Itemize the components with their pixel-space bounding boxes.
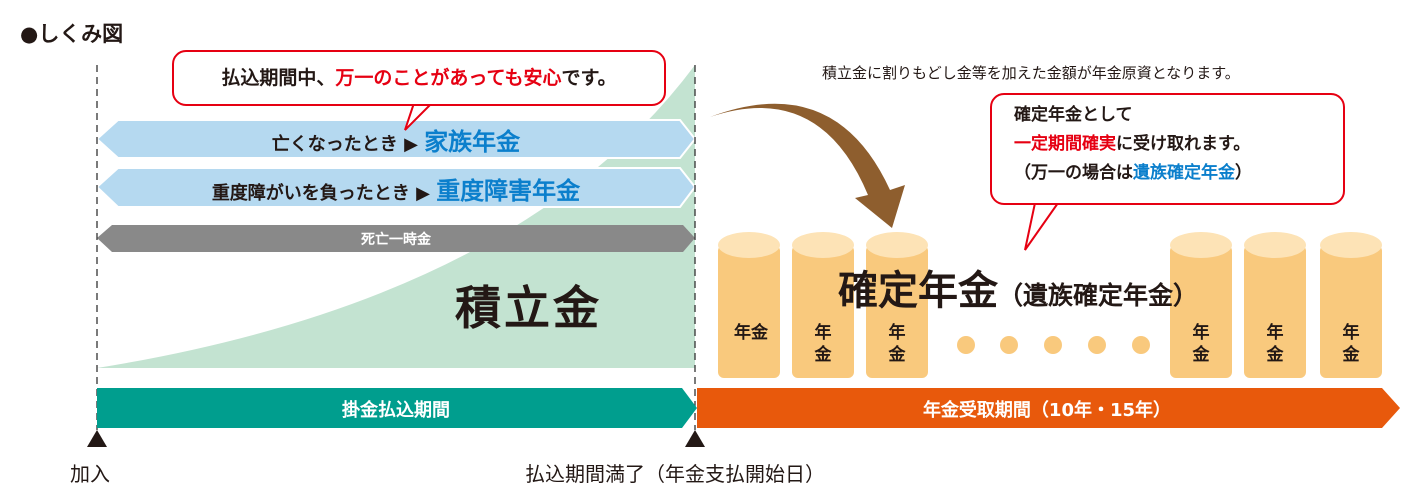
- coin-label: 年金: [1266, 323, 1284, 365]
- annuity-title: 確定年金: [838, 268, 998, 314]
- condition-text: 重度障がいを負ったとき ▶: [211, 183, 437, 204]
- annuity-subtitle: （遺族確定年金）: [998, 281, 1199, 310]
- receipt-period-bar: [697, 388, 1400, 428]
- bubble-line: 一定期間確実に受け取れます。: [1014, 130, 1343, 159]
- receipt-period-label: 年金受取期間（10年・15年）: [922, 400, 1172, 421]
- bubble-highlight: 一定期間確実: [1014, 134, 1116, 154]
- bubble-highlight: 万一のことがあっても安心: [335, 67, 562, 89]
- accumulation-label: 積立金: [455, 281, 602, 335]
- benefit-text: 家族年金: [424, 128, 521, 156]
- bubble-line: 確定年金として: [1014, 105, 1133, 125]
- condition-text: 亡くなったとき ▶: [271, 134, 425, 155]
- bubble-highlight: 遺族確定年金: [1133, 163, 1235, 183]
- bubble-text: 払込期間中、: [221, 67, 336, 89]
- coin: [792, 232, 854, 378]
- coin-label: 年金: [734, 323, 768, 343]
- coin: [866, 232, 928, 378]
- bubble-line: （万一の場合は遺族確定年金）: [1014, 159, 1343, 188]
- ellipsis-dot: [1132, 336, 1150, 354]
- death-lump-sum-label: 死亡一時金: [361, 232, 431, 248]
- payment-period-label: 掛金払込期間: [342, 400, 450, 421]
- bubble-text: ）: [1235, 163, 1252, 183]
- benefit-text: 重度障害年金: [436, 177, 581, 205]
- coin-label: 年金: [1192, 323, 1210, 365]
- section-title: ●しくみ図: [20, 22, 124, 46]
- ellipsis-dot: [957, 336, 975, 354]
- payment-end-label: 払込期間満了（年金支払開始日）: [525, 462, 825, 486]
- coin-label: 年金: [814, 323, 832, 365]
- disability-pension-label: 重度障がいを負ったとき ▶ 重度障害年金: [97, 171, 695, 206]
- accumulation-area: [97, 65, 695, 368]
- death-lump-sum-arrow: [97, 225, 695, 252]
- coin: [1320, 232, 1382, 378]
- reassurance-bubble: 払込期間中、万一のことがあっても安心です。: [172, 50, 666, 106]
- coin: [1170, 232, 1232, 378]
- coin: [1244, 232, 1306, 378]
- coin: [718, 232, 780, 378]
- payment-period-bar: [97, 388, 697, 428]
- bubble-text: に受け取れます。: [1116, 134, 1251, 154]
- coin-label: 年金: [888, 323, 906, 365]
- annuity-label: 確定年金（遺族確定年金）: [838, 258, 1198, 316]
- coin-label: 年金: [1342, 323, 1360, 365]
- bubble-text: （万一の場合は: [1014, 163, 1133, 183]
- ellipsis-dot: [1044, 336, 1062, 354]
- bubble-text-end: です。: [561, 67, 617, 89]
- ellipsis-dot: [1000, 336, 1018, 354]
- family-pension-label: 亡くなったとき ▶ 家族年金: [97, 122, 695, 157]
- annuity-bubble: 確定年金として 一定期間確実に受け取れます。 （万一の場合は遺族確定年金）: [990, 93, 1345, 205]
- annuity-source-note: 積立金に割りもどし金等を加えた金額が年金原資となります。: [822, 64, 1240, 82]
- ellipsis-dot: [1088, 336, 1106, 354]
- start-marker-icon: [87, 430, 107, 447]
- bubble-tail-right: [1024, 202, 1060, 251]
- end-marker-icon: [685, 430, 705, 447]
- coins: [718, 232, 1382, 378]
- curved-arrow-icon: [710, 103, 905, 228]
- enrollment-label: 加入: [70, 462, 110, 486]
